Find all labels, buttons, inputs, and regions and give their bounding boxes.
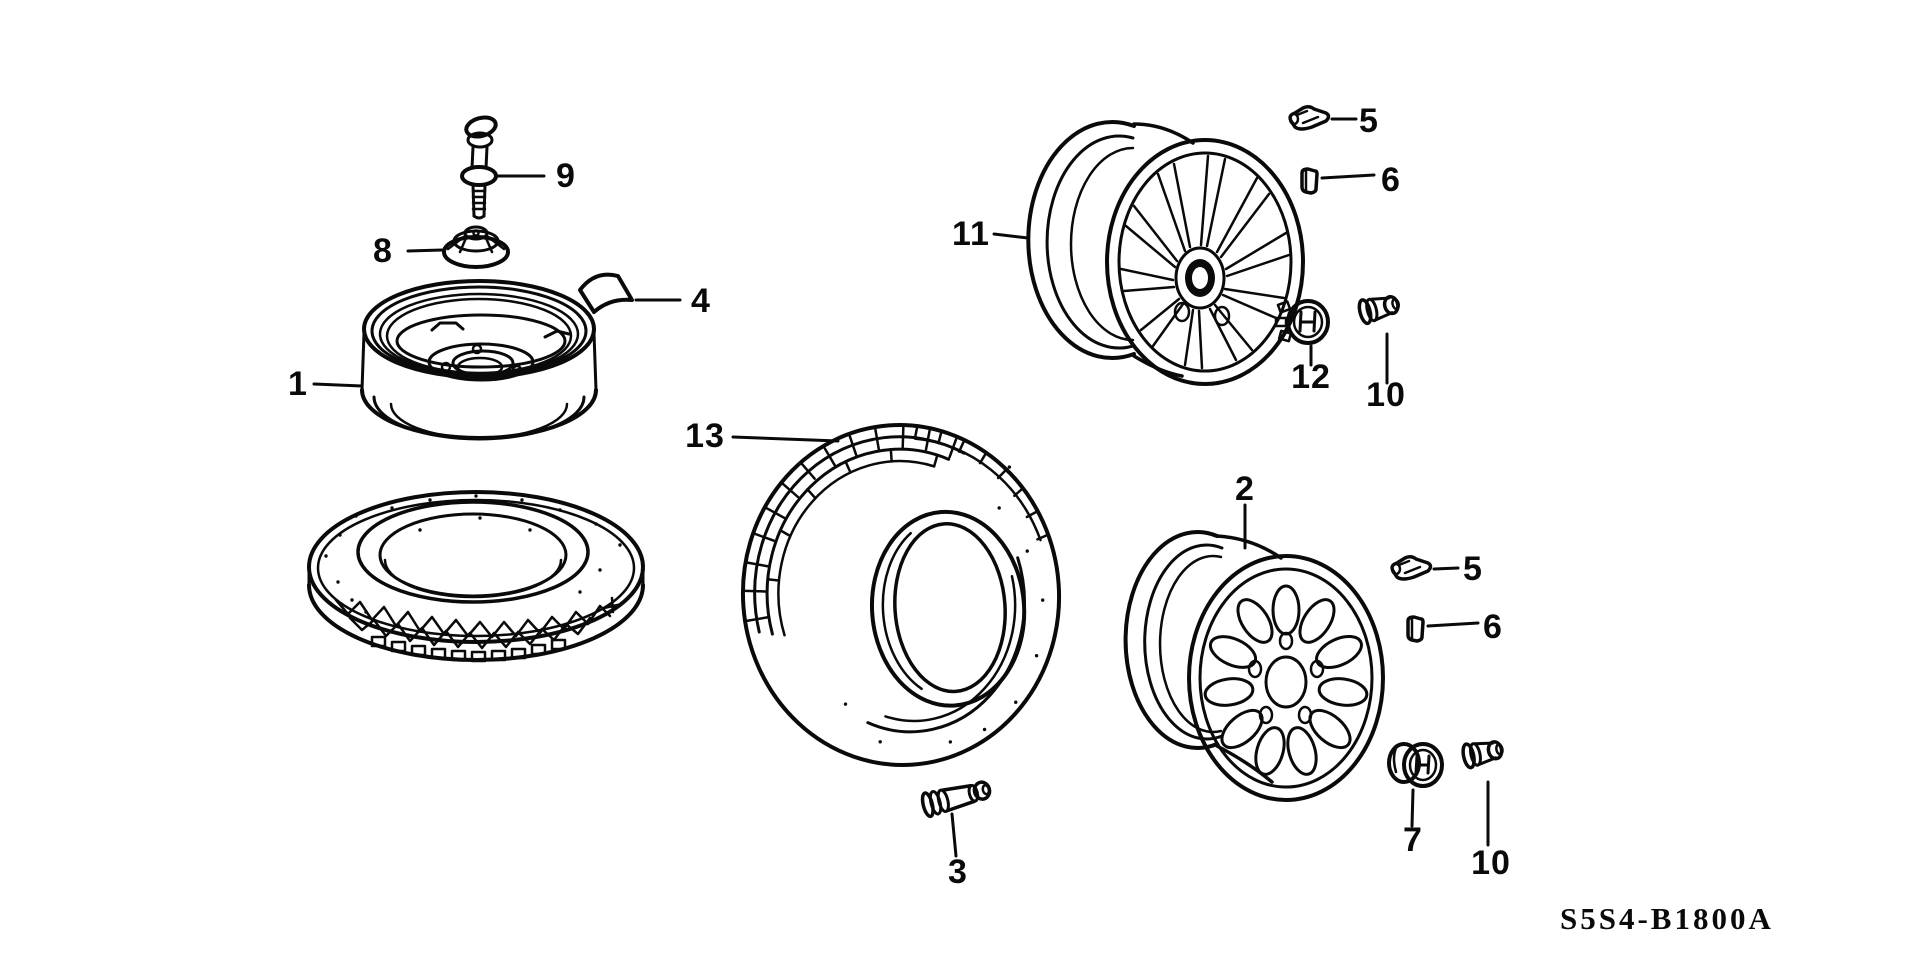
- alloy-wheel-oval-hole-drawing: [1123, 503, 1385, 802]
- part-label-5-top[interactable]: 5: [1359, 102, 1379, 140]
- part-label-6-top[interactable]: 6: [1381, 161, 1401, 199]
- tire-drawing: [740, 423, 1062, 767]
- balance-weight-top-drawing: [1300, 167, 1376, 195]
- spare-sidewall-speckles: [324, 494, 622, 614]
- valve-stem-drawing: [920, 780, 992, 819]
- part-label-10-top[interactable]: 10: [1366, 376, 1406, 414]
- part-label-13[interactable]: 13: [685, 417, 725, 455]
- part-label-2[interactable]: 2: [1235, 470, 1255, 508]
- leader-line-6-top: [1320, 173, 1376, 180]
- part-label-12[interactable]: 12: [1291, 358, 1331, 396]
- balance-weight-bottom-drawing: [1406, 615, 1480, 643]
- lug-nut-top-drawing: [1355, 289, 1404, 385]
- wheel-2-lug-holes: [1247, 631, 1325, 725]
- tread-edge-ticks: [913, 425, 1050, 541]
- leader-line-8: [406, 248, 444, 253]
- center-cap-small-h-drawing: [1387, 742, 1444, 828]
- wheel-2-holes: [1203, 584, 1369, 776]
- leader-line-6-bottom: [1426, 621, 1480, 628]
- part-label-5-bottom[interactable]: 5: [1463, 550, 1483, 588]
- honda-h-glyph-small: [1414, 754, 1431, 775]
- leader-line-13: [731, 435, 840, 443]
- clamp-bolt-drawing: [460, 115, 546, 220]
- steel-wheel-disk-drawing: [312, 279, 598, 441]
- spare-tire-drawing: [307, 490, 645, 663]
- tire-speckles: [843, 465, 1045, 744]
- part-label-6-bottom[interactable]: 6: [1483, 608, 1503, 646]
- part-label-1[interactable]: 1: [288, 365, 308, 403]
- leader-line-5-bottom: [1432, 566, 1460, 571]
- spare-tread-blocks: [370, 635, 567, 663]
- balance-clip-bottom-drawing: [1390, 554, 1460, 581]
- part-label-11[interactable]: 11: [952, 215, 990, 253]
- part-label-9[interactable]: 9: [556, 157, 576, 195]
- center-cap-h-drawing: [1274, 299, 1330, 367]
- honda-h-glyph: [1298, 310, 1317, 333]
- part-label-3[interactable]: 3: [948, 853, 968, 891]
- alloy-wheel-10-spoke-drawing: [992, 120, 1305, 386]
- balance-clip-top-drawing: [1288, 104, 1358, 131]
- leader-line-3: [950, 812, 958, 858]
- part-label-10-bottom[interactable]: 10: [1471, 844, 1511, 882]
- part-label-8[interactable]: 8: [373, 232, 393, 270]
- leader-line-7: [1410, 788, 1415, 828]
- diagram-code: S5S4-B1800A: [1560, 901, 1774, 936]
- leader-line-1: [312, 382, 364, 388]
- caution-label-drawing: [578, 272, 682, 314]
- clamp-cone-drawing: [406, 225, 510, 269]
- leader-line-11: [992, 232, 1030, 240]
- wheel-11-spokes: [1119, 154, 1291, 370]
- part-label-7[interactable]: 7: [1403, 821, 1423, 859]
- part-label-4[interactable]: 4: [691, 282, 711, 320]
- lug-nut-bottom-drawing: [1459, 734, 1507, 847]
